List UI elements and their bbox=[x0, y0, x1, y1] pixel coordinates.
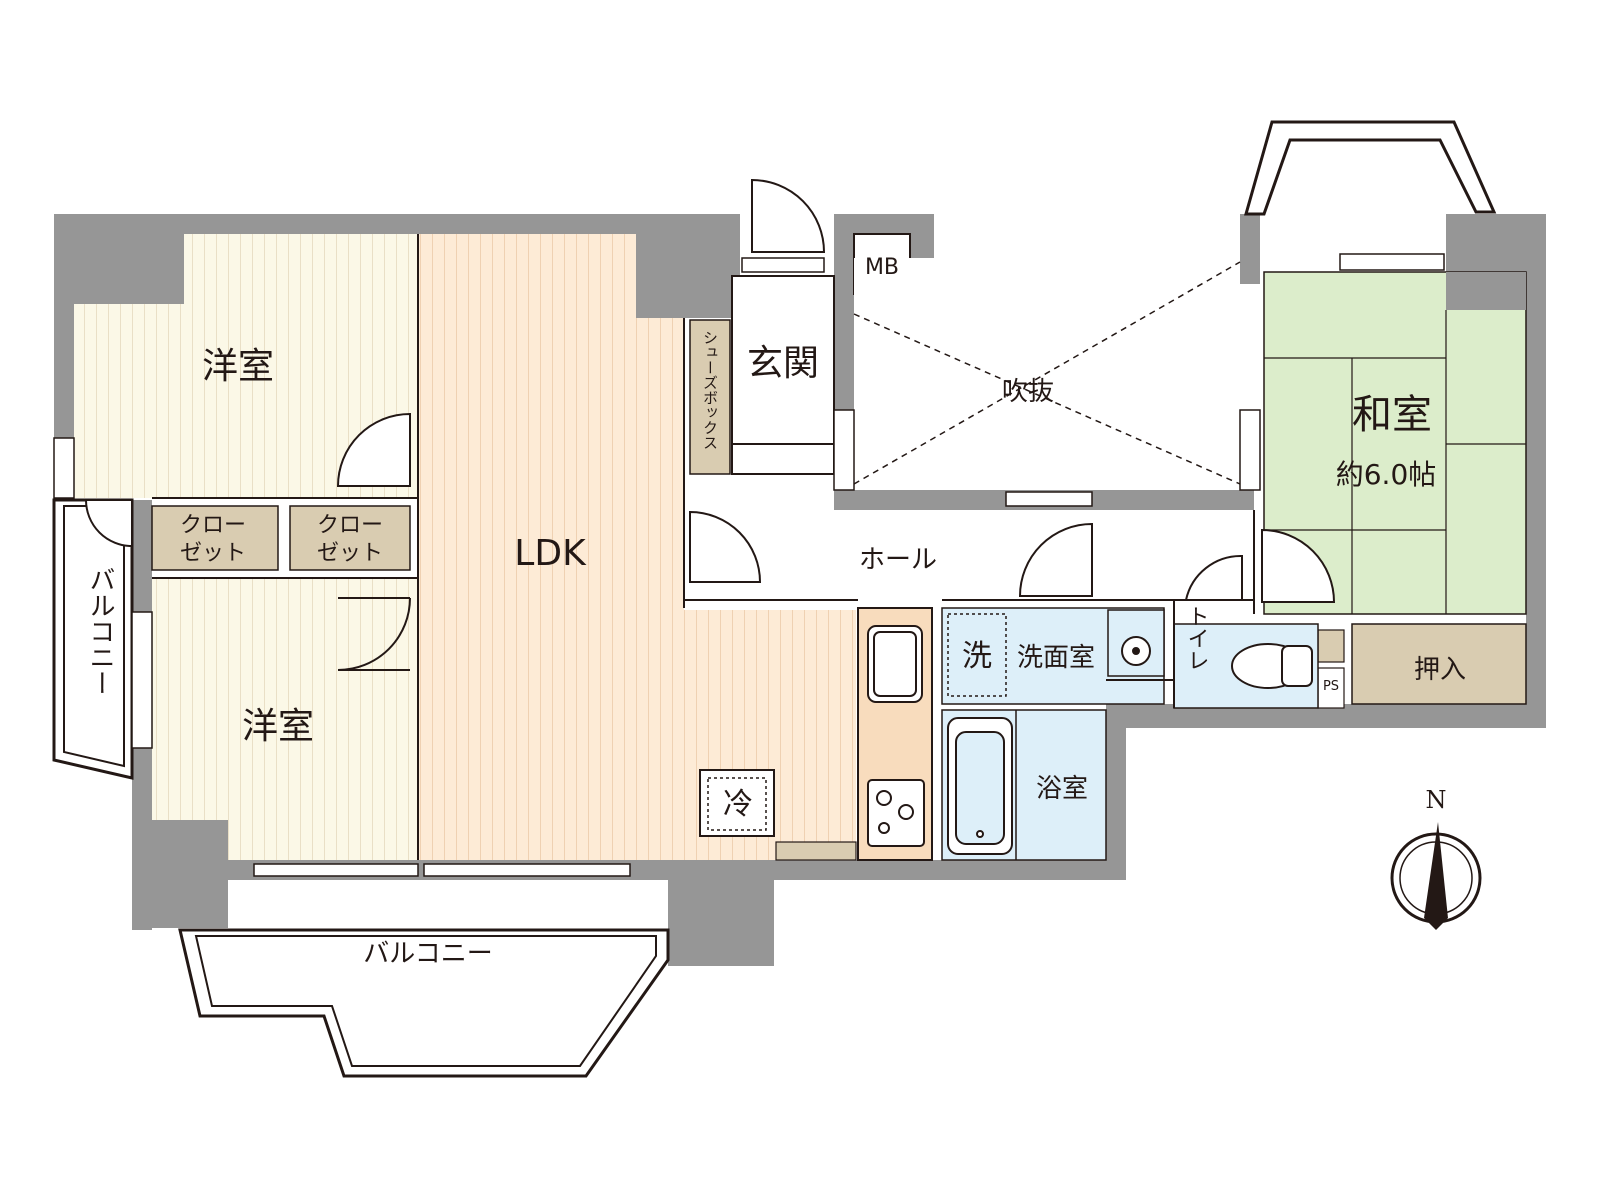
shoe-box-label: シューズボックス bbox=[701, 330, 719, 450]
fridge-label: 冷 bbox=[723, 787, 753, 822]
bathtub-icon bbox=[947, 717, 1013, 855]
bathroom-label: 浴室 bbox=[1036, 774, 1088, 804]
void-cross-2 bbox=[853, 261, 1241, 485]
closet-left-label-1: クロー bbox=[180, 513, 246, 538]
western-room-upper-corner-wall bbox=[74, 234, 184, 304]
toilet-icon bbox=[1231, 643, 1313, 689]
closet-left-label-2: ゼット bbox=[180, 541, 246, 566]
entrance-label: 玄関 bbox=[747, 343, 819, 384]
shoe-box bbox=[689, 319, 731, 475]
balcony-main bbox=[178, 928, 670, 1078]
void-cross-1 bbox=[853, 313, 1241, 485]
void-area bbox=[854, 258, 1240, 490]
door-swings bbox=[84, 178, 1336, 671]
storage-label: 押入 bbox=[1414, 655, 1466, 685]
washer-label: 洗 bbox=[962, 639, 992, 674]
ldk-label: LDK bbox=[514, 533, 587, 574]
washroom-label: 洗面室 bbox=[1017, 643, 1095, 673]
sink-icon bbox=[1121, 636, 1151, 666]
void-label: 吹抜 bbox=[1002, 377, 1054, 407]
toilet-label: トイレ bbox=[1184, 605, 1209, 671]
western-room-upper-label: 洋室 bbox=[202, 346, 274, 387]
closet-right-label-2: ゼット bbox=[317, 541, 383, 566]
fridge-space bbox=[699, 769, 775, 837]
compass-north-label: N bbox=[1426, 786, 1447, 814]
hall-floor bbox=[684, 510, 1254, 600]
balcony-side-label: バルコニー bbox=[85, 566, 115, 696]
closet-left bbox=[151, 505, 279, 571]
ldk-floor bbox=[418, 234, 636, 860]
washer-space bbox=[947, 613, 1007, 697]
hall-label: ホール bbox=[859, 545, 937, 575]
japanese-room-label: 和室 bbox=[1352, 392, 1432, 438]
entrance-floor bbox=[731, 275, 835, 475]
compass-icon bbox=[1390, 822, 1482, 930]
western-room-lower-corner-wall bbox=[132, 820, 228, 860]
ldk-floor-ext bbox=[636, 318, 684, 860]
western-room-lower-floor bbox=[152, 578, 418, 860]
storage-closet bbox=[1351, 623, 1527, 705]
bay-window bbox=[1244, 120, 1497, 216]
closet-right-label-1: クロー bbox=[317, 513, 383, 538]
stove-icon bbox=[867, 779, 925, 847]
kitchen-sink-icon bbox=[867, 625, 923, 703]
closet-right bbox=[289, 505, 411, 571]
mb-label: MB bbox=[865, 255, 899, 280]
windows bbox=[53, 253, 1445, 877]
japanese-room-size-label: 約6.0帖 bbox=[1336, 458, 1437, 491]
balcony-main-label: バルコニー bbox=[363, 939, 492, 969]
ps-label: PS bbox=[1323, 679, 1339, 694]
western-room-lower-label: 洋室 bbox=[242, 706, 314, 747]
interior-walls bbox=[152, 234, 1255, 860]
tatami-lines bbox=[1264, 310, 1526, 614]
